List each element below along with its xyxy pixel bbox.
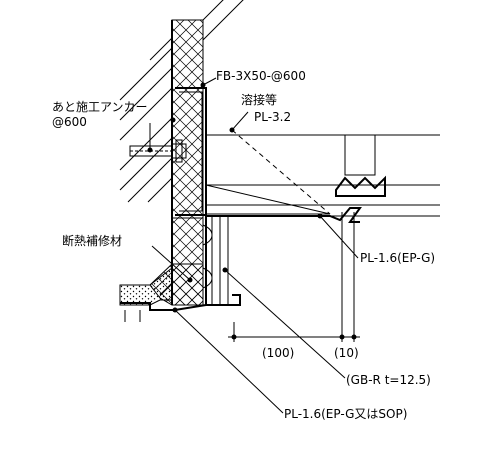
weld-label: 溶接等 — [241, 92, 277, 107]
ceiling-beam — [205, 134, 440, 217]
dimension-10-label: (10) — [334, 346, 359, 360]
leader-lines — [147, 77, 359, 414]
insulation-layer — [171, 0, 244, 306]
dimension-100-label: (100) — [262, 346, 294, 360]
insulation-repair — [119, 263, 207, 322]
plate-1-6-label: PL-1.6(EP-G) — [360, 251, 435, 265]
concrete-wall — [119, 20, 173, 305]
anchor-spacing-label: @600 — [52, 115, 87, 129]
dimension-lines — [228, 212, 360, 342]
sloped-plate — [205, 129, 362, 223]
bottom-plate-label: PL-1.6(EP-G又はSOP) — [284, 407, 407, 421]
anchor-label: あと施工アンカー — [52, 100, 148, 114]
plate-3-2-label: PL-3.2 — [254, 110, 291, 124]
insulation-repair-label: 断熱補修材 — [62, 233, 122, 248]
gypsum-board-label: (GB-R t=12.5) — [346, 373, 431, 387]
fb-label: FB-3X50-@600 — [216, 69, 306, 83]
gypsum-board — [202, 216, 241, 306]
